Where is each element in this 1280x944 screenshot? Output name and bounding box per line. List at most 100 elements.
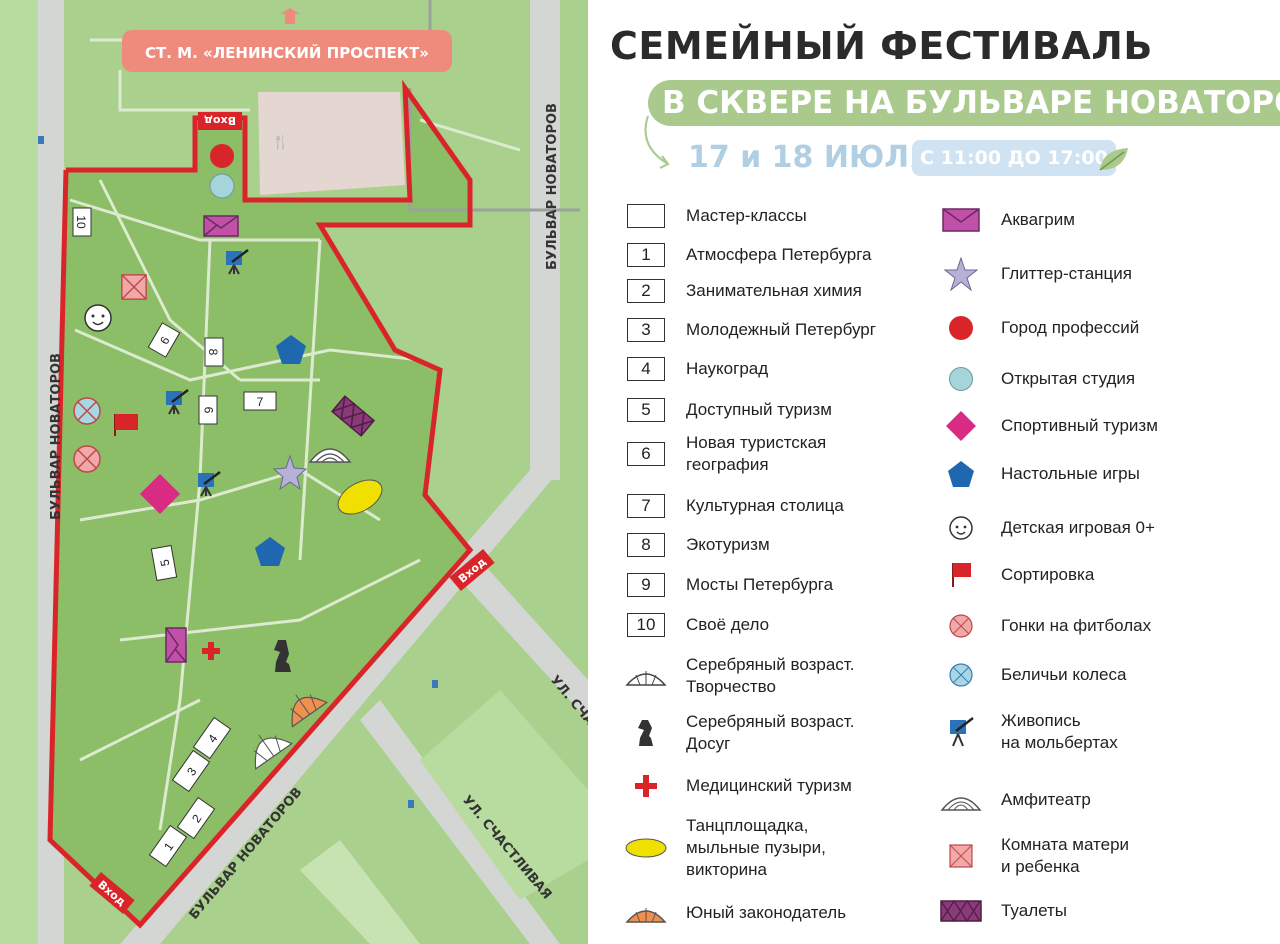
- number-box-9: 9: [627, 573, 665, 597]
- metro-label: СТ. М. «ЛЕНИНСКИЙ ПРОСПЕКТ»: [122, 8, 452, 72]
- subtitle-pill: В СКВЕРЕ НА БУЛЬВАРЕ НОВАТОРОВ: [648, 80, 1280, 126]
- legend-item-label: Живопись на мольбертах: [1001, 711, 1118, 752]
- legend-item-label: Медицинский туризм: [686, 776, 852, 795]
- mother-child-room-icon: [121, 274, 147, 300]
- legend-item: Настольные игры: [933, 456, 1140, 492]
- chess-knight-icon: [274, 640, 291, 672]
- baby-face-icon: [84, 304, 112, 332]
- yellow-oval-icon: [618, 830, 674, 866]
- legend-item: Аквагрим: [933, 202, 1075, 238]
- legend-item: Глиттер-станция: [933, 256, 1132, 292]
- legend-item: Сортировка: [933, 557, 1094, 593]
- legend-item-label: Город профессий: [1001, 318, 1140, 337]
- street-label-right: БУЛЬВАР НОВАТОРОВ: [545, 103, 560, 270]
- number-box-7: 7: [243, 391, 277, 411]
- event-time: С 11:00 ДО 17:00: [912, 140, 1116, 176]
- legend-item: Комната матери и ребенка: [933, 834, 1129, 878]
- red-circle-icon: [933, 310, 989, 346]
- legend-item-label: Комната матери и ребенка: [1001, 835, 1130, 876]
- svg-text:5: 5: [157, 558, 172, 567]
- blue-pentagon-icon: [933, 456, 989, 492]
- legend-item-label: Молодежный Петербург: [686, 320, 876, 339]
- legend-item-label: Настольные игры: [1001, 464, 1140, 483]
- svg-text:9: 9: [202, 406, 216, 413]
- legend-item: Детская игровая 0+: [933, 510, 1155, 546]
- legend-item: 9 Мосты Петербурга: [618, 567, 833, 603]
- legend-item-label: Доступный туризм: [686, 400, 832, 419]
- number-box-4: 4: [192, 716, 232, 760]
- legend-item-label: Танцплощадка, мыльные пузыри, викторина: [686, 816, 826, 879]
- legend-item-label: Серебряный возраст. Досуг: [686, 712, 855, 753]
- legend-item: Юный законодатель: [618, 895, 846, 931]
- legend-item: 2 Занимательная химия: [618, 273, 862, 309]
- legend-item: Живопись на мольбертах: [933, 710, 1118, 754]
- number-box-8: 8: [204, 337, 224, 367]
- legend-item: Беличьи колеса: [933, 657, 1126, 693]
- legend-item-label: Серебряный возраст. Творчество: [686, 655, 855, 696]
- pink-x-circle-icon: [933, 608, 989, 644]
- entrance-top[interactable]: Вход: [198, 112, 242, 130]
- number-box-9: 9: [198, 395, 218, 425]
- legend-item-label: Своё дело: [686, 615, 770, 634]
- legend-item-label: Беличьи колеса: [1001, 665, 1127, 684]
- toilets-icon: [933, 893, 989, 929]
- number-box-2: 2: [176, 796, 216, 840]
- legend-item-label: Детская игровая 0+: [1001, 518, 1155, 537]
- number-box-5: 5: [150, 544, 178, 582]
- blue-circle-icon: [933, 361, 989, 397]
- legend-item-label: Аквагрим: [1001, 210, 1075, 229]
- medical-cross-icon: [618, 768, 674, 804]
- page-title: СЕМЕЙНЫЙ ФЕСТИВАЛЬ: [610, 24, 1153, 68]
- number-box-2: 2: [627, 279, 665, 303]
- festival-map: СТ. М. «ЛЕНИНСКИЙ ПРОСПЕКТ» БУЛЬВАР НОВА…: [0, 0, 588, 944]
- amphitheater-icon: [933, 782, 989, 818]
- legend-item-label: Спортивный туризм: [1001, 416, 1158, 435]
- baby-face-icon: [933, 510, 989, 546]
- legend-item-label: Занимательная химия: [686, 281, 862, 300]
- silver-creative-icon: [253, 734, 293, 770]
- envelope-icon: [933, 202, 989, 238]
- number-box-8: 8: [627, 533, 665, 557]
- legend-item: Амфитеатр: [933, 782, 1091, 818]
- envelope-icon: [203, 215, 239, 237]
- street-label-left: БУЛЬВАР НОВАТОРОВ: [49, 353, 64, 520]
- legend-item-label: Юный законодатель: [686, 903, 847, 922]
- cafe-icon: 🍴: [272, 134, 289, 151]
- legend-item-label: Культурная столица: [686, 496, 844, 515]
- mother-child-room-icon: [933, 838, 989, 874]
- svg-text:Вход: Вход: [204, 114, 236, 127]
- legend-item: Туалеты: [933, 893, 1067, 929]
- legend-item-label: Сортировка: [1001, 565, 1095, 584]
- envelope-icon: [165, 627, 187, 663]
- legend-item: Танцплощадка, мыльные пузыри, викторина: [618, 815, 826, 881]
- svg-text:7: 7: [257, 395, 264, 409]
- easel-icon: [933, 714, 989, 750]
- legend-item-label: Атмосфера Петербурга: [686, 245, 872, 264]
- legend-item-label: Новая туристская география: [686, 433, 827, 474]
- pink-diamond-icon: [140, 474, 180, 514]
- legend-item-label: Экотуризм: [686, 535, 770, 554]
- chess-knight-icon: [618, 715, 674, 751]
- medical-cross-icon: [202, 642, 220, 660]
- pink-x-circle-icon: [73, 445, 101, 473]
- legend-item-label: Мосты Петербурга: [686, 575, 834, 594]
- masterclass-box: [627, 204, 665, 228]
- orange-dome-icon: [618, 895, 674, 931]
- number-box-6: 6: [147, 322, 181, 358]
- pink-diamond-icon: [933, 408, 989, 444]
- number-box-1: 1: [148, 824, 188, 868]
- yellow-oval-icon: [337, 479, 383, 515]
- legend-item-label: Амфитеатр: [1001, 790, 1091, 809]
- legend-item: Серебряный возраст. Досуг: [618, 711, 854, 755]
- legend-item: Город профессий: [933, 310, 1139, 346]
- star-icon: [272, 454, 308, 491]
- metro-text: СТ. М. «ЛЕНИНСКИЙ ПРОСПЕКТ»: [145, 43, 429, 62]
- legend-item: Медицинский туризм: [618, 768, 852, 804]
- legend-item: Мастер-классы: [618, 198, 807, 234]
- legend-item-label: Гонки на фитболах: [1001, 616, 1152, 635]
